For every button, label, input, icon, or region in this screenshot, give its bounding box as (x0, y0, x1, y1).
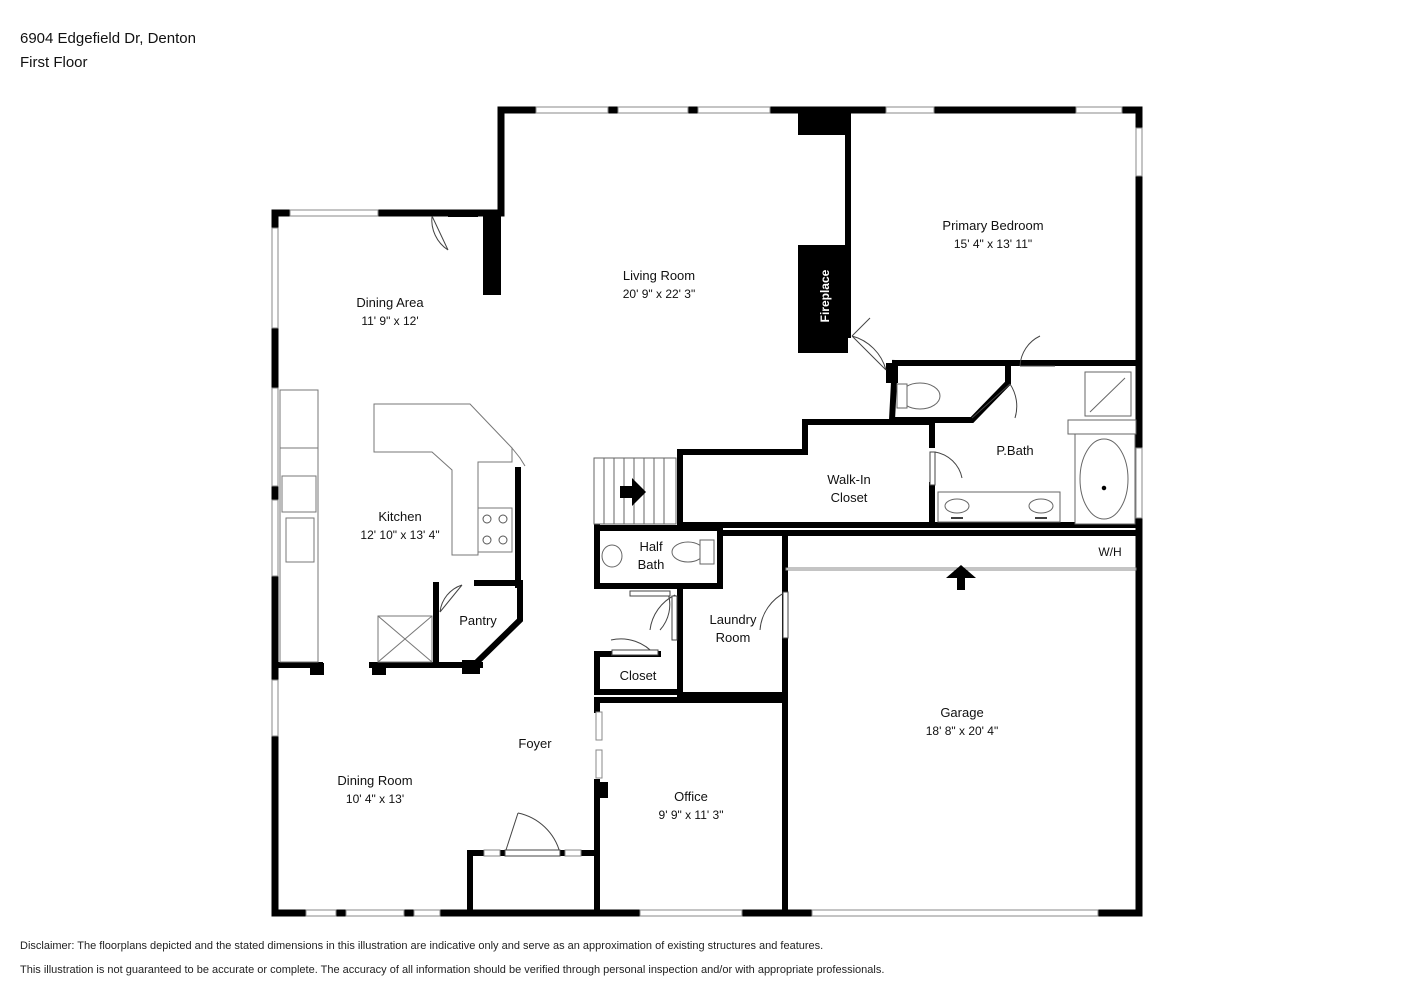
kitchen-counters (279, 389, 526, 663)
living-room-dims: 20' 9" x 22' 3" (623, 287, 695, 301)
dining-room-name: Dining Room (337, 773, 412, 788)
doors (431, 215, 1055, 857)
office-dims: 9' 9" x 11' 3" (659, 808, 724, 822)
garage-dims: 18' 8" x 20' 4" (926, 724, 998, 738)
floor-title: First Floor (20, 54, 88, 71)
fireplace-label: Fireplace (818, 269, 832, 322)
laundry-line2: Room (716, 630, 751, 645)
water-heater-label: W/H (1098, 545, 1121, 559)
disclaimer-line1: Disclaimer: The floorplans depicted and … (20, 940, 824, 952)
stove-burners (482, 514, 508, 545)
pantry-name: Pantry (459, 613, 497, 628)
closet-name: Closet (620, 668, 657, 683)
dining-area-name: Dining Area (356, 295, 424, 310)
walk-in-closet-line2: Closet (831, 490, 868, 505)
disclaimer-line2: This illustration is not guaranteed to b… (20, 964, 885, 976)
room-labels: Living Room 20' 9" x 22' 3" Primary Bedr… (337, 218, 1121, 822)
p-bath-name: P.Bath (996, 443, 1033, 458)
garage-door-arrow-icon (946, 565, 976, 590)
kitchen-dims: 12' 10" x 13' 4" (360, 528, 439, 542)
laundry-line1: Laundry (710, 612, 757, 627)
living-room-name: Living Room (623, 268, 695, 283)
address-title: 6904 Edgefield Dr, Denton (20, 30, 196, 47)
dining-room-dims: 10' 4" x 13' (346, 792, 404, 806)
wall-blocks (310, 113, 898, 798)
garage-name: Garage (940, 705, 983, 720)
dining-area-dims: 11' 9" x 12' (361, 314, 418, 328)
half-bath-line2: Bath (638, 557, 665, 572)
primary-bedroom-name: Primary Bedroom (942, 218, 1043, 233)
primary-bedroom-dims: 15' 4" x 13' 11" (954, 237, 1032, 251)
faucet-marks (951, 485, 1107, 519)
stairs-arrow-icon (620, 478, 646, 506)
half-bath-line1: Half (639, 539, 663, 554)
walk-in-closet-line1: Walk-In (827, 472, 871, 487)
foyer-name: Foyer (518, 736, 552, 751)
office-name: Office (674, 789, 708, 804)
kitchen-name: Kitchen (378, 509, 421, 524)
bath-fixtures (601, 371, 1137, 568)
